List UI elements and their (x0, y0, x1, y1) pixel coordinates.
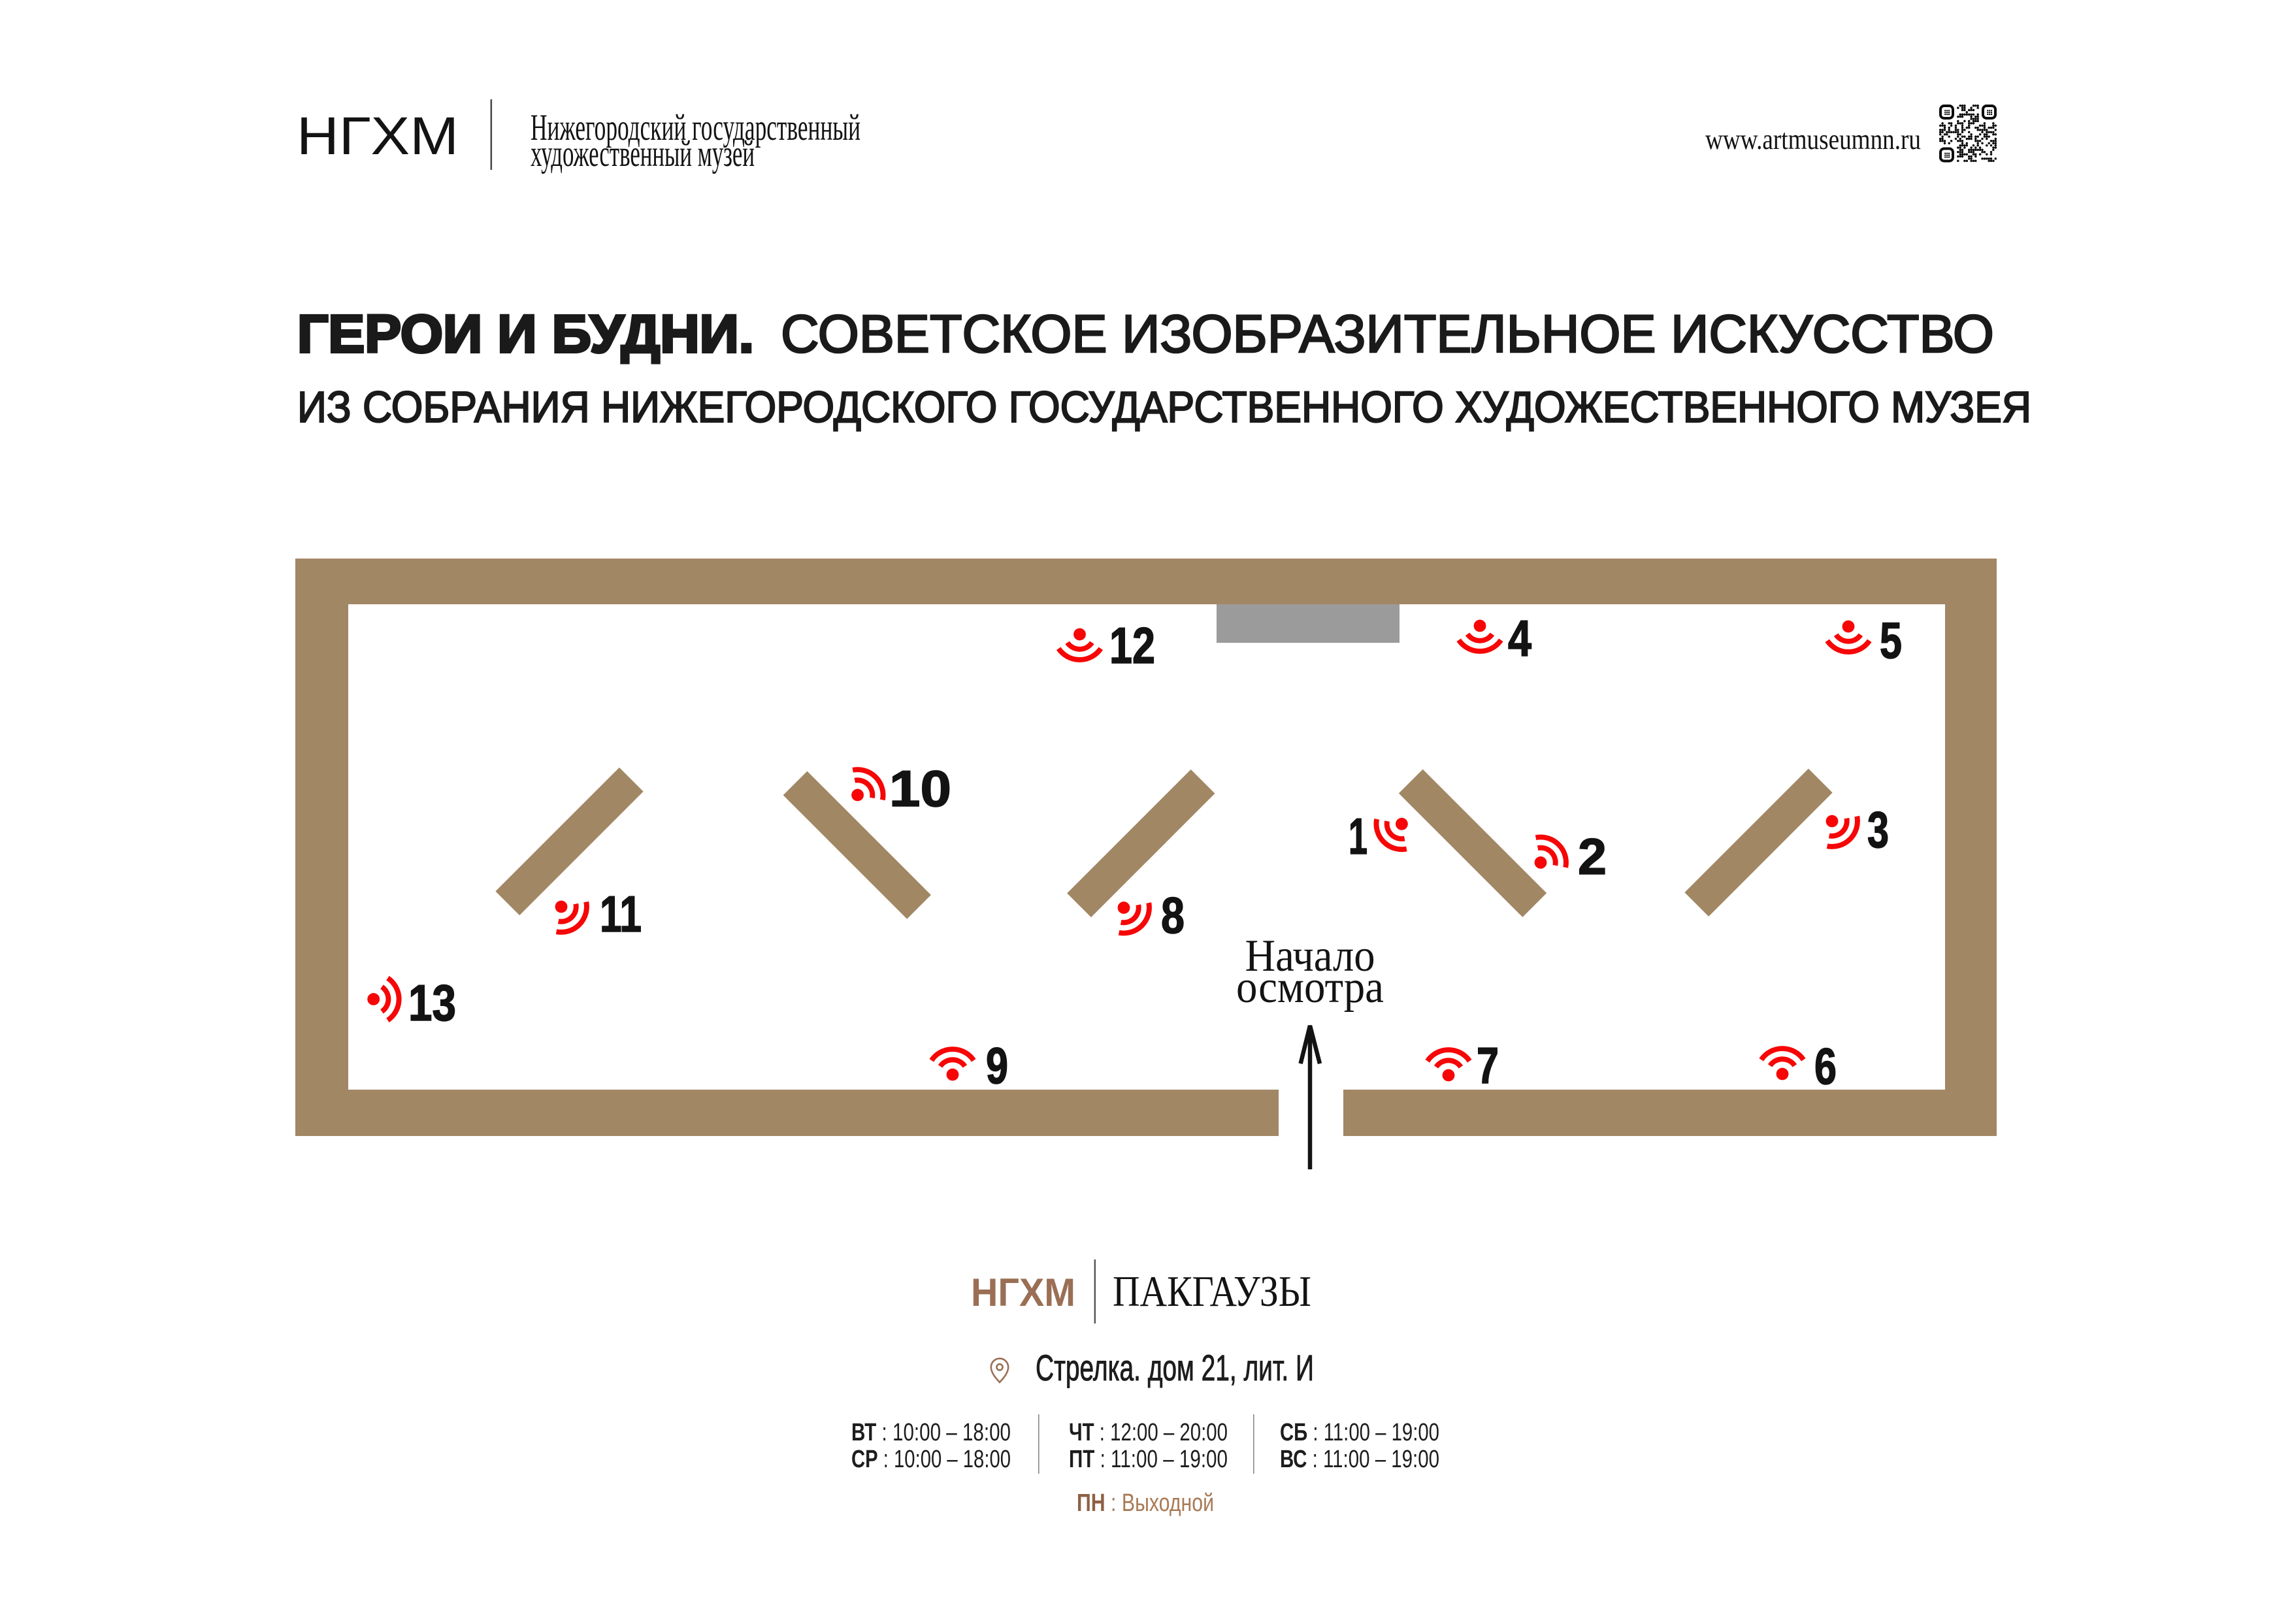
svg-text:СБ : 11:00 – 19:00: СБ : 11:00 – 19:00 (1280, 1419, 1439, 1446)
svg-text:СР : 10:00 – 18:00: СР : 10:00 – 18:00 (851, 1446, 1011, 1473)
svg-text:9: 9 (986, 1037, 1008, 1094)
svg-text:СОВЕТСКОЕ ИЗОБРАЗИТЕЛЬНОЕ ИСКУ: СОВЕТСКОЕ ИЗОБРАЗИТЕЛЬНОЕ ИСКУССТВО (781, 304, 1994, 364)
svg-text:5: 5 (1880, 611, 1902, 669)
svg-text:ПАКГАУЗЫ: ПАКГАУЗЫ (1113, 1267, 1311, 1316)
svg-text:12: 12 (1109, 617, 1155, 674)
svg-text:осмотра: осмотра (1236, 962, 1384, 1013)
svg-text:2: 2 (1578, 828, 1607, 885)
svg-text:художественный музей: художественный музей (531, 133, 755, 174)
svg-text:ИЗ СОБРАНИЯ НИЖЕГОРОДСКОГО ГОС: ИЗ СОБРАНИЯ НИЖЕГОРОДСКОГО ГОСУДАРСТВЕНН… (297, 383, 2031, 432)
svg-text:ЧТ : 12:00 – 20:00: ЧТ : 12:00 – 20:00 (1069, 1419, 1228, 1446)
svg-text:ГЕРОИ И БУДНИ.: ГЕРОИ И БУДНИ. (297, 304, 754, 364)
svg-text:10: 10 (889, 760, 951, 817)
svg-text:3: 3 (1867, 801, 1889, 858)
svg-text:ВС : 11:00 – 19:00: ВС : 11:00 – 19:00 (1280, 1446, 1439, 1473)
svg-text:Начало: Начало (1245, 931, 1375, 981)
svg-text:НГХМ: НГХМ (297, 106, 459, 166)
svg-text:Стрелка. дом 21, лит. И: Стрелка. дом 21, лит. И (1036, 1347, 1314, 1388)
svg-text:www.artmuseumnn.ru: www.artmuseumnn.ru (1705, 123, 1921, 155)
svg-text:8: 8 (1161, 886, 1185, 944)
svg-text:1: 1 (1349, 807, 1367, 865)
svg-text:4: 4 (1508, 609, 1531, 667)
svg-text:7: 7 (1477, 1037, 1499, 1094)
svg-text:Нижегородский государственный: Нижегородский государственный (531, 107, 860, 148)
svg-text:ПН : Выходной: ПН : Выходной (1077, 1489, 1214, 1517)
svg-text:НГХМ: НГХМ (971, 1271, 1075, 1314)
svg-text:ПТ : 11:00 – 19:00: ПТ : 11:00 – 19:00 (1069, 1446, 1228, 1473)
svg-text:6: 6 (1814, 1037, 1837, 1095)
svg-text:ВТ : 10:00 – 18:00: ВТ : 10:00 – 18:00 (851, 1419, 1011, 1446)
svg-text:11: 11 (600, 885, 642, 943)
svg-text:13: 13 (408, 974, 456, 1031)
